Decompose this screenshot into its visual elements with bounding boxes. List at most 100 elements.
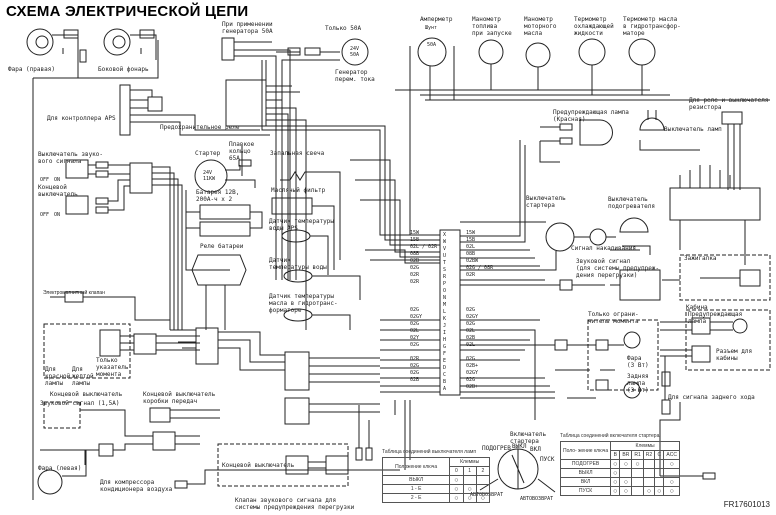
connector-pin-label: K [443,316,447,322]
wire-code-right: 02R [466,272,476,278]
connector-3pin [286,456,308,474]
safety-relay-connector [226,80,266,126]
wire [88,165,182,330]
wire-code-right: 02L [466,328,476,334]
table-position-cell: ВЫКЛ [559,468,612,478]
connection-mark: ○ [663,486,680,496]
label-trans-thermometer: Термометр масла в гидротрансфор- маторе [623,16,681,37]
wire-code-left: 02G [410,363,420,369]
connector-4pin [130,163,152,193]
label-yellow-lamp: Для желтой лампы [72,366,94,387]
label-oil-filter: Масляный фильтр [271,187,326,194]
wire-code-right: 02G / 08R [466,265,494,271]
wire-code-right: 02GY [466,370,479,376]
limit-switch-icon [66,196,88,214]
label-ac-compressor: Для компрессора кондиционера воздуха [100,479,173,493]
label-generator-50a-note: При применении генератора 50А [222,21,273,35]
label-battery-relay: Реле батареи [200,243,244,250]
table-terminal-header: R2 [642,450,656,460]
heater-switch-icon [620,218,648,232]
connector-pin-label: W [443,239,447,245]
wire-code-left: 02L / 02R [410,244,438,250]
lighter-icon [740,270,760,286]
connector-pin-label: E [443,358,447,364]
connector-pin-label: L [443,309,447,315]
wire [33,40,158,500]
ignition-box [680,255,770,300]
connector-4pin [285,398,309,424]
ac-compressor-icon [175,481,187,488]
table-terminal-header: 1 [462,466,477,476]
connector-pin-label: J [443,323,447,329]
label-resistor-relay: Для реле и выключателя резистора [689,97,769,111]
connector-icon [692,318,710,334]
label-headlight-left: Фара (левая) [38,465,82,472]
empty-cell [631,486,644,496]
wire [308,405,369,468]
table-position-cell: 2 - E [381,493,451,503]
table-row: 2 - E○○○ [381,493,491,503]
wire [460,140,555,420]
resistor-relay-connector [722,112,742,124]
table-terminal-header: 0 [449,466,464,476]
starter-switch-icon [546,223,574,251]
connector-icon [96,198,108,204]
wire-code-left: 15B [410,237,420,243]
connector-pin-label: N [443,295,447,301]
wire-code-left: 02B [410,258,420,264]
wire [170,410,220,418]
label-ignition: Зажигалка [684,255,717,262]
connection-mark: ○ [610,486,621,496]
table-position-cell: ПУСК [559,486,612,496]
connector-icon [80,50,86,62]
label-fusible-link: Плавкое кольцо 65А [229,141,255,162]
moment-limiter-box [588,320,658,390]
glow-plug-icon [280,172,340,260]
table-position-cell: 1 - E [381,484,451,494]
label-side-light: Боковой фонарь [98,66,149,73]
wire [170,330,380,412]
wire-code-left: 02G [410,321,420,327]
fuel-gauge-icon [479,40,503,64]
starter-switch-table-caption: Таблица соединений включателя стартера [560,433,660,439]
figure-code: FR17601013 [723,500,770,509]
label-glow-signal: Сигнал накаливания [571,245,637,252]
empty-cell [654,477,665,487]
wire [130,90,270,135]
oil-gauge-icon [526,43,550,67]
connector-icon [703,473,715,479]
connector-pin-label: G [443,344,447,350]
fuse-icon [288,48,300,55]
connector-pin-label: M [443,302,447,308]
wire [262,60,440,263]
label-horn-switch: Выключатель звуко- вого сигнала [38,151,104,165]
table-header-position: Положение ключа [381,457,451,476]
limit-switch-box [44,324,130,378]
wire-code-right: 02G [466,377,476,383]
label-water-temp-sensor: Датчик температуры воды [269,257,327,271]
empty-cell [663,468,680,478]
connector-icon [692,346,710,362]
label-generator-rating: 24V 50A [350,46,360,58]
connector-pin-label: C [443,372,447,378]
lamp-switch-icon [640,118,664,130]
connector-pin-label: A [443,386,447,392]
connector-pin-label: I [443,330,447,336]
label-coolant-thermometer: Термометр охлаждающей жидкости [574,16,614,37]
connection-mark: ○ [475,493,491,503]
wire [312,276,360,300]
table-header-terminals: Клеммы [610,441,680,451]
connector-icon [560,124,572,130]
label-ammeter-shunt: Шунт [425,25,438,31]
connector-icon [356,448,362,460]
wire-code-left: 02R [410,272,420,278]
page-title: СХЕМА ЭЛЕКТРИЧЕСКОЙ ЦЕПИ [6,3,249,20]
connection-mark: ○ [462,493,477,503]
wire-code-right: 02B+ [466,384,479,390]
connector-icon [99,444,113,456]
connection-mark: ○ [449,484,464,494]
wire [610,246,650,255]
wire [640,110,700,150]
wire [728,124,740,190]
